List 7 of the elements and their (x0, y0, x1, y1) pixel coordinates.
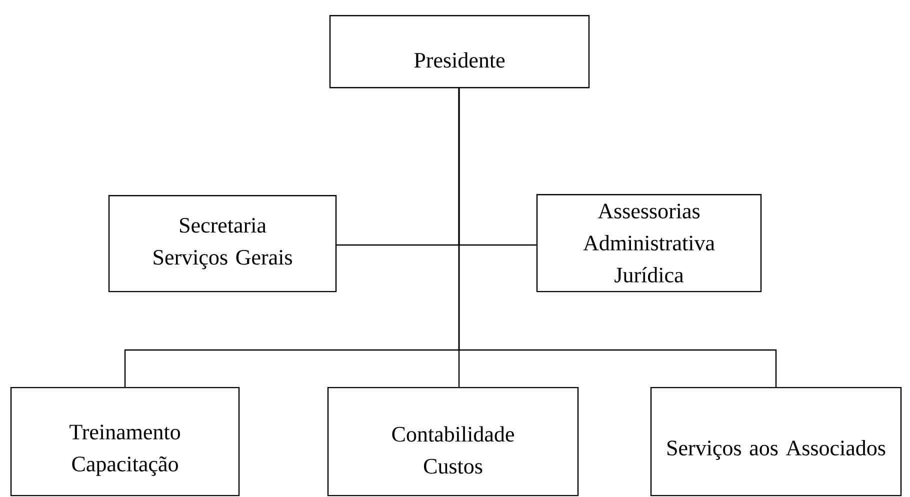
org-box: Secretaria Serviços Gerais (108, 195, 337, 292)
connector-line (458, 88, 777, 387)
org-box: Assessorias Administrativa Jurídica (536, 194, 762, 292)
org-box: Serviços aos Associados (650, 386, 902, 496)
org-box: Presidente (329, 15, 590, 88)
org-box: Contabilidade Custos (327, 386, 579, 496)
org-box: Treinamento Capacitação (10, 386, 240, 496)
